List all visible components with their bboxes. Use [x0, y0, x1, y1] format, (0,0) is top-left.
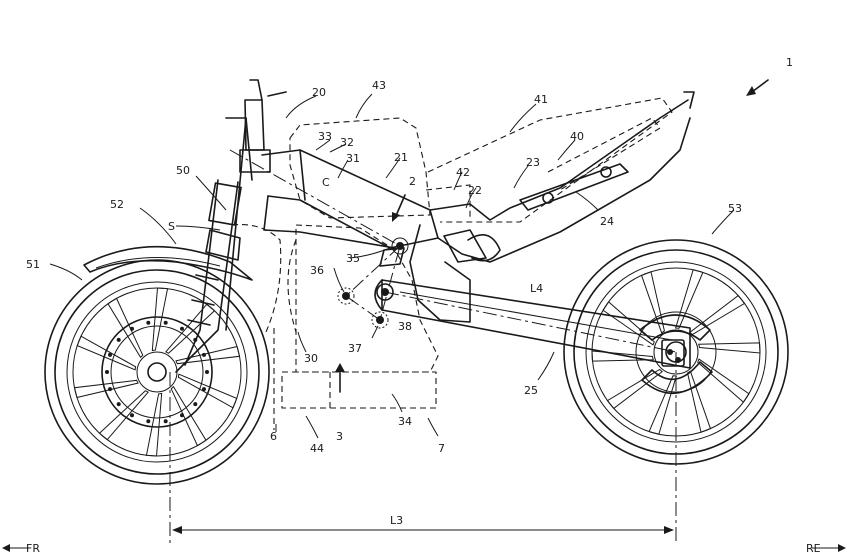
disc-hole: [205, 370, 209, 374]
main-frame: [261, 91, 695, 323]
label-1: 1: [786, 56, 793, 69]
wheel-spoke: [697, 358, 750, 403]
wheel-spoke: [686, 370, 712, 433]
label-37: 37: [348, 342, 362, 355]
disc-hole: [180, 413, 184, 418]
label-51: 51: [26, 258, 40, 271]
leader-lines: [49, 93, 735, 439]
label-38: 38: [398, 320, 412, 333]
label-22: 22: [468, 184, 482, 197]
wheel-spoke: [177, 373, 238, 409]
label-36: 36: [310, 264, 324, 277]
label-21: 21: [394, 151, 408, 164]
label-front: FR: [26, 542, 40, 555]
wheel-spoke: [107, 297, 144, 359]
label-31: 31: [346, 152, 360, 165]
label-42: 42: [456, 166, 470, 179]
label-44: 44: [310, 442, 324, 455]
label-43: 43: [372, 79, 386, 92]
disc-hole: [193, 402, 198, 407]
pointer-arrows: [335, 79, 769, 393]
wheel-spoke: [591, 350, 654, 362]
engine-axes: [229, 149, 677, 353]
front-wheel: [44, 259, 270, 485]
direction-arrows: [2, 544, 846, 552]
disc-hole: [116, 337, 121, 342]
wheel-spoke: [602, 301, 655, 346]
wheel-spoke: [76, 335, 137, 371]
wheel-spoke: [674, 269, 704, 329]
label-l3: L3: [390, 514, 403, 527]
disc-hole: [163, 320, 168, 325]
wheel-spoke: [151, 287, 169, 352]
label-52: 52: [110, 198, 124, 211]
label-25: 25: [524, 384, 538, 397]
wheel-spoke: [698, 342, 761, 354]
label-34: 34: [398, 415, 412, 428]
label-53: 53: [728, 202, 742, 215]
dashed-outlines: [231, 97, 673, 430]
wheel-spoke: [145, 392, 163, 457]
label-32: 32: [340, 136, 354, 149]
label-3: 3: [336, 430, 343, 443]
label-c: C: [322, 176, 330, 189]
wheel-spoke: [648, 375, 678, 435]
label-2: 2: [409, 175, 416, 188]
disc-hole: [108, 352, 113, 357]
wheel-spoke: [640, 271, 666, 334]
disc-hole: [163, 419, 168, 424]
wheel-spoke: [689, 294, 746, 336]
disc-hole: [130, 326, 134, 331]
label-35: 35: [346, 252, 360, 265]
label-20: 20: [312, 86, 326, 99]
disc-hole: [146, 320, 151, 325]
wheel-spoke: [170, 385, 207, 447]
front-fork: [175, 79, 287, 373]
disc-hole: [130, 413, 134, 418]
label-6: 6: [270, 430, 277, 443]
label-41: 41: [534, 93, 548, 106]
disc-hole: [146, 419, 151, 424]
disc-hole: [201, 387, 206, 392]
wheel-spoke: [73, 379, 139, 399]
disc-hole: [201, 352, 206, 357]
wheel-spoke: [98, 390, 149, 441]
disc-hole: [108, 387, 113, 392]
label-7: 7: [438, 442, 445, 455]
label-rear: RE: [806, 542, 821, 555]
label-s: S: [168, 220, 175, 233]
disc-hole: [105, 370, 109, 374]
front-fender: [83, 245, 253, 281]
label-50: 50: [176, 164, 190, 177]
disc-hole: [116, 402, 121, 407]
wheel-spoke: [165, 303, 216, 354]
label-33: 33: [318, 130, 332, 143]
label-24: 24: [600, 215, 614, 228]
wheel-spoke: [175, 345, 241, 365]
wheel-spoke: [606, 368, 663, 410]
label-23: 23: [526, 156, 540, 169]
reference-labels: 1 2 3 6 7 20 21 22 23 24 25 30 31 32 33 …: [26, 56, 821, 555]
label-l4: L4: [530, 282, 543, 295]
label-40: 40: [570, 130, 584, 143]
disc-hole: [180, 326, 184, 331]
dimension-l3: [169, 352, 677, 545]
label-30: 30: [304, 352, 318, 365]
